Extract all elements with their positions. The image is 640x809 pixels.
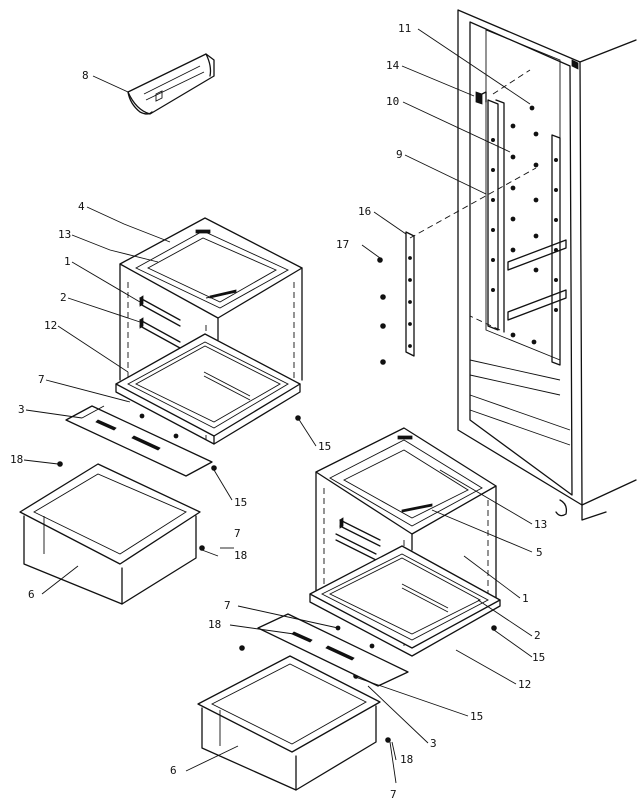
callout-13: 13 (58, 228, 71, 241)
callout-7: 7 (224, 599, 231, 612)
lower-pan-cover-frame (315, 427, 497, 601)
lower-glass-insert-5 (343, 449, 469, 519)
part-8-cover (127, 53, 215, 115)
upper-glass-insert-13 (147, 237, 277, 303)
separate-rail-16 (405, 231, 415, 357)
lower-shelf-frame (309, 545, 501, 657)
callout-2: 2 (534, 629, 541, 642)
callout-3: 3 (430, 737, 437, 750)
refrigerator-cabinet-liner (457, 9, 637, 521)
callout-15: 15 (234, 496, 247, 509)
callout-1: 1 (64, 255, 71, 268)
lower-pan (197, 645, 391, 791)
upper-shelf-frame-12 (115, 333, 301, 445)
callout-13: 13 (534, 518, 547, 531)
callout-2: 2 (60, 291, 67, 304)
shelf-rail-right (551, 134, 561, 366)
separate-screws (377, 257, 386, 365)
callout-6: 6 (28, 588, 35, 601)
callout-18: 18 (400, 753, 413, 766)
callout-7: 7 (38, 373, 45, 386)
callout-4: 4 (78, 200, 85, 213)
callout-12: 12 (518, 678, 531, 691)
callout-6: 6 (170, 764, 177, 777)
callout-10: 10 (386, 95, 399, 108)
callout-9: 9 (396, 148, 403, 161)
clip-14 (475, 91, 487, 105)
lower-front-trim (257, 613, 409, 687)
callout-7: 7 (234, 527, 241, 540)
callout-18: 18 (208, 618, 221, 631)
cabinet-dashed-guides (409, 69, 537, 331)
callout-18: 18 (10, 453, 23, 466)
callout-15: 15 (532, 651, 545, 664)
callout-18: 18 (234, 549, 247, 562)
callout-16: 16 (358, 205, 371, 218)
callout-12: 12 (44, 319, 57, 332)
upper-front-trim-3 (65, 405, 213, 477)
callout-labels: 8 4 13 1 2 12 7 3 18 15 15 7 18 6 11 14 … (10, 22, 547, 801)
upper-pan-cover-frame-4 (119, 217, 303, 381)
rail-screws (510, 105, 539, 345)
rail-brackets (507, 239, 567, 321)
callout-15: 15 (470, 710, 483, 723)
callout-8: 8 (82, 69, 89, 82)
leader-lines (23, 28, 533, 784)
upper-pan-6 (19, 461, 205, 605)
callout-5: 5 (536, 546, 543, 559)
callout-17: 17 (336, 238, 349, 251)
callout-7: 7 (390, 788, 397, 801)
callout-3: 3 (18, 403, 25, 416)
shelf-rail-left (487, 99, 505, 333)
lower-slide-rails (335, 517, 381, 561)
callout-11: 11 (398, 22, 411, 35)
callout-14: 14 (386, 59, 400, 72)
upper-slide-rails-1-2 (139, 295, 181, 349)
callout-1: 1 (522, 592, 529, 605)
callout-15: 15 (318, 440, 331, 453)
